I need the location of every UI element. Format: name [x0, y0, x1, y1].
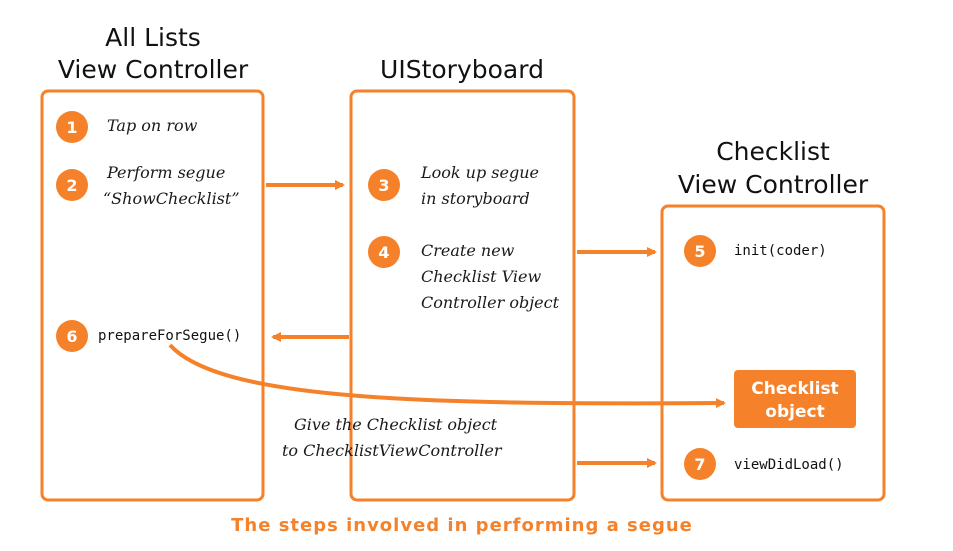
step-4-number: 4	[378, 243, 389, 262]
step-2-badge	[56, 169, 88, 201]
step-7-code: viewDidLoad()	[734, 457, 844, 473]
step-2-number: 2	[66, 176, 77, 195]
step-2-text-line2: “ShowChecklist”	[103, 189, 240, 208]
give-note-line1: Give the Checklist object	[294, 415, 498, 434]
step-3-number: 3	[378, 176, 389, 195]
step-4-text-line1: Create new	[421, 241, 515, 260]
checklist-box	[660, 204, 886, 502]
step-1-number: 1	[66, 118, 77, 137]
step-3-badge	[368, 169, 400, 201]
step-6-code: prepareForSegue()	[98, 328, 241, 344]
step-4-text-line3: Controller object	[421, 293, 560, 312]
step-4-text-line2: Checklist View	[421, 267, 541, 286]
step-3-text-line2: in storyboard	[421, 189, 530, 208]
step-4-badge	[368, 236, 400, 268]
step-5-badge	[684, 235, 716, 267]
all-lists-title-line2: View Controller	[58, 55, 249, 84]
step-1-badge	[56, 111, 88, 143]
step-7-number: 7	[694, 455, 705, 474]
step-3-text-line1: Look up segue	[420, 163, 539, 182]
all-lists-box	[40, 89, 265, 502]
checklist-title-line2: View Controller	[678, 170, 869, 199]
all-lists-title-line1: All Lists	[105, 23, 201, 52]
diagram-caption: The steps involved in performing a segue	[231, 515, 693, 536]
step-7-badge	[684, 448, 716, 480]
step-5-code: init(coder)	[734, 243, 827, 259]
step-2-text-line1: Perform segue	[106, 163, 225, 182]
checklist-object-line2: object	[765, 402, 824, 422]
storyboard-title: UIStoryboard	[380, 55, 544, 84]
step-5-number: 5	[694, 242, 705, 261]
give-note-line2: to ChecklistViewController	[282, 441, 503, 460]
arrow-give-checklist-object	[168, 343, 726, 409]
step-6-number: 6	[66, 327, 77, 346]
checklist-object-line1: Checklist	[751, 379, 838, 399]
checklist-title-line1: Checklist	[716, 137, 830, 166]
step-6-badge	[56, 320, 88, 352]
step-1-text: Tap on row	[107, 116, 198, 135]
checklist-object-box	[734, 370, 856, 428]
storyboard-box	[349, 89, 576, 502]
